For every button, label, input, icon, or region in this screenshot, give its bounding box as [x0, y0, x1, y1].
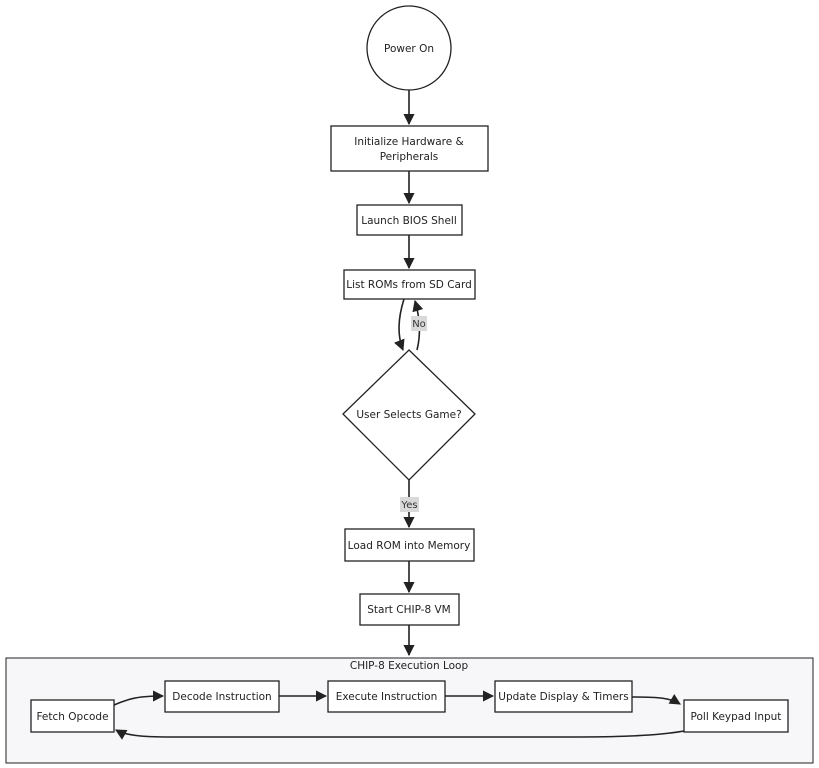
- load-rom-label: Load ROM into Memory: [348, 540, 471, 552]
- svg-text:Yes: Yes: [400, 500, 417, 511]
- node-power-on: Power On: [366, 5, 452, 91]
- node-user-selects-game: User Selects Game?: [342, 349, 476, 481]
- cluster-title: CHIP-8 Execution Loop: [350, 660, 469, 672]
- node-fetch-opcode: Fetch Opcode: [30, 699, 115, 733]
- power-on-label: Power On: [384, 43, 434, 55]
- node-initialize-hardware: Initialize Hardware & Peripherals: [330, 125, 489, 172]
- list-roms-label: List ROMs from SD Card: [346, 279, 472, 291]
- edge-fetch-to-decode: [113, 690, 165, 706]
- node-launch-bios: Launch BIOS Shell: [356, 204, 463, 236]
- edge-update-to-poll: [631, 694, 681, 705]
- node-start-vm: Start CHIP-8 VM: [359, 593, 460, 626]
- node-load-rom: Load ROM into Memory: [344, 528, 475, 562]
- select-game-label: User Selects Game?: [356, 409, 461, 421]
- bios-label: Launch BIOS Shell: [361, 215, 457, 227]
- node-decode-instruction: Decode Instruction: [164, 680, 280, 713]
- node-list-roms: List ROMs from SD Card: [343, 269, 476, 300]
- init-label-line1: Initialize Hardware &: [354, 136, 464, 148]
- edge-list-to-select: [394, 298, 405, 352]
- node-poll-keypad: Poll Keypad Input: [683, 699, 789, 733]
- node-update-display: Update Display & Timers: [494, 680, 633, 713]
- decode-label: Decode Instruction: [172, 691, 271, 703]
- edges: [113, 90, 685, 740]
- edge-label-yes: Yes: [400, 497, 419, 512]
- edge-poll-to-fetch: [115, 729, 685, 740]
- execute-label: Execute Instruction: [336, 691, 438, 703]
- start-vm-label: Start CHIP-8 VM: [367, 604, 450, 616]
- edge-label-no: No: [411, 316, 427, 331]
- fetch-label: Fetch Opcode: [36, 711, 108, 723]
- node-execute-instruction: Execute Instruction: [327, 680, 446, 713]
- svg-text:No: No: [412, 319, 426, 330]
- init-label-line2: Peripherals: [380, 151, 439, 163]
- poll-label: Poll Keypad Input: [691, 711, 782, 723]
- update-label: Update Display & Timers: [498, 691, 628, 703]
